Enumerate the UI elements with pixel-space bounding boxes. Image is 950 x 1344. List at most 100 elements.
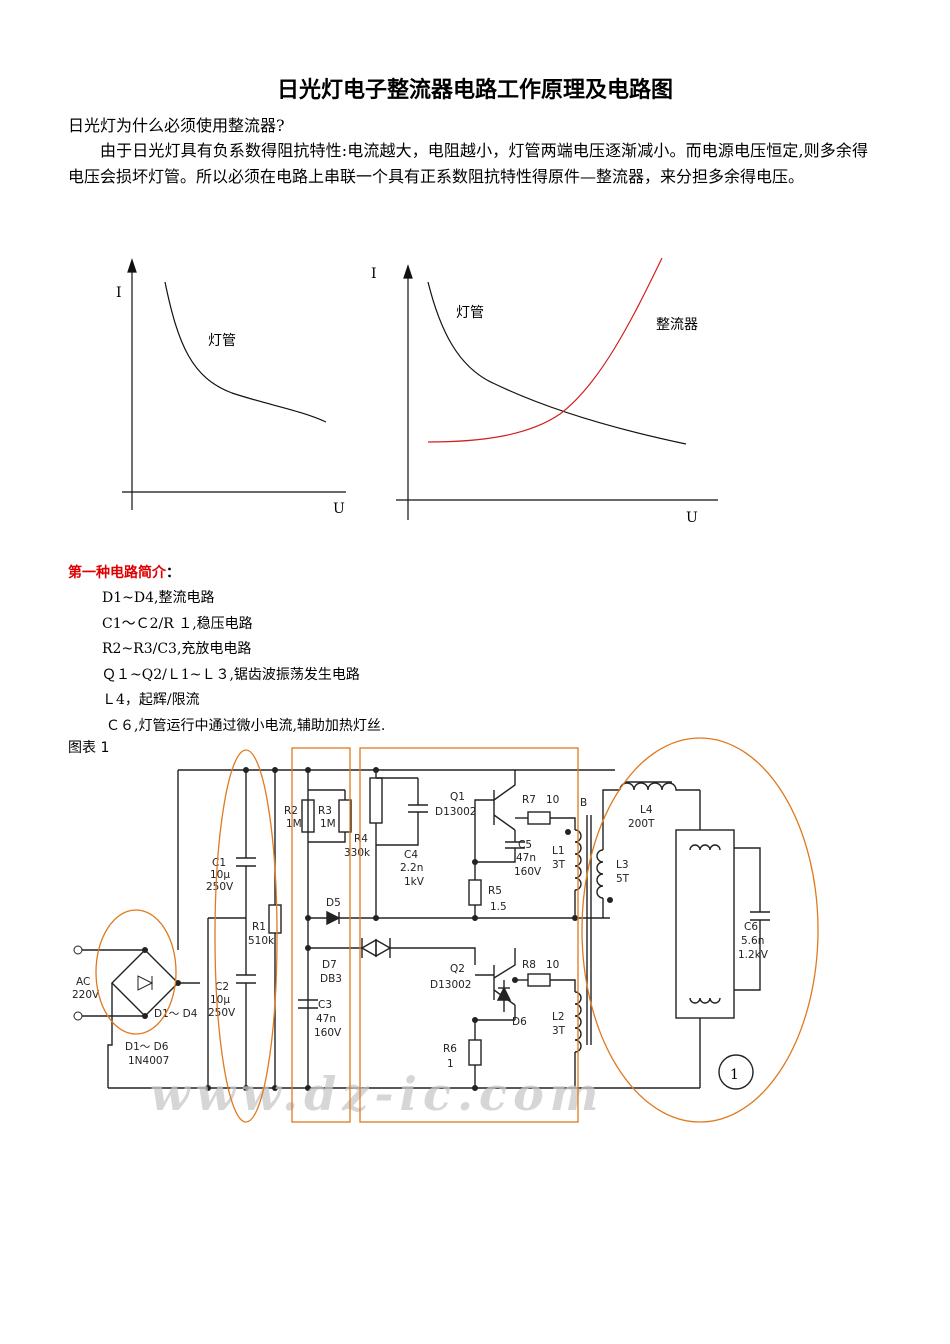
label-l2-v: 3T	[552, 1025, 566, 1037]
label-c1-r: 250V	[206, 881, 234, 893]
junction-dots	[142, 767, 613, 1091]
label-r8: R8	[522, 959, 536, 971]
label-ac-v: 220V	[72, 989, 100, 1001]
label-q2-m: D13002	[430, 979, 472, 991]
label-c2: C2	[215, 981, 229, 993]
ac-terminal-top	[73, 945, 83, 955]
label-r7: R7	[522, 794, 536, 806]
highlight-rc	[291, 747, 351, 1123]
label-l4-v: 200T	[628, 818, 655, 830]
label-c4-v: 2.2n	[400, 862, 423, 874]
label-r4: R4	[354, 833, 368, 845]
watermark: www.dz-ic.com	[150, 1067, 604, 1121]
label-r4-v: 330k	[344, 847, 371, 859]
label-d-model: 1N4007	[128, 1055, 169, 1067]
right-lamp-curve	[427, 281, 687, 445]
left-lamp-curve	[164, 281, 327, 423]
left-y-label: I	[116, 285, 122, 301]
right-graph	[396, 257, 718, 520]
highlight-shapes	[95, 737, 819, 1123]
label-r2: R2	[284, 805, 298, 817]
label-r7-v: 10	[546, 794, 559, 806]
circle-number-badge	[718, 1054, 754, 1090]
label-q1-m: D13002	[435, 806, 477, 818]
label-c6-v: 5.6n	[741, 935, 764, 947]
label-r1: R1	[252, 921, 266, 933]
label-l1: L1	[552, 845, 565, 857]
list-item: Ｃ６,灯管运行中通过微小电流,辅助加热灯丝.	[106, 717, 386, 734]
label-d5: D5	[326, 897, 341, 909]
label-r6-v: 1	[447, 1058, 454, 1070]
iu-graphs: I U 灯管 I U 灯管 整流器	[116, 257, 718, 526]
label-l4: L4	[640, 804, 653, 816]
bridge-diode-icon	[137, 975, 154, 991]
label-db3: DB3	[320, 973, 342, 985]
label-c5: C5	[518, 839, 532, 851]
label-c3-v: 47n	[316, 1013, 336, 1025]
label-r5-v: 1.5	[490, 901, 507, 913]
right-y-label: I	[371, 266, 377, 282]
list-item: Ｌ4，起辉/限流	[102, 692, 200, 708]
left-curve-label: 灯管	[208, 333, 236, 349]
label-c4: C4	[404, 849, 418, 861]
list-item: C1～Ｃ2/R １,稳压电路	[102, 615, 253, 632]
label-c2-v: 10μ	[210, 994, 230, 1006]
label-d6: D6	[512, 1016, 527, 1028]
label-r2-v: 1M	[286, 818, 302, 830]
label-r3-v: 1M	[320, 818, 336, 830]
label-b: B	[580, 797, 587, 809]
body-paragraph: 由于日光灯具有负系数得阻抗特性:电流越大，电阻越小，灯管两端电压逐渐减小。而电源…	[68, 141, 868, 186]
right-ballast-label: 整流器	[656, 317, 698, 333]
circle-number-text: 1	[730, 1067, 739, 1083]
label-l1-v: 3T	[552, 859, 566, 871]
label-q1: Q1	[450, 791, 465, 803]
label-l3-v: 5T	[616, 873, 630, 885]
label-c1-v: 10μ	[210, 869, 230, 881]
label-d1d6: D1～ D6	[125, 1041, 169, 1053]
list-item: D1~D4,整流电路	[102, 590, 215, 606]
label-c6-r: 1.2kV	[738, 949, 769, 961]
label-c1: C1	[212, 857, 226, 869]
figure-label: 图表 1	[68, 740, 110, 756]
right-ballast-curve	[427, 257, 663, 443]
label-l2: L2	[552, 1011, 565, 1023]
highlight-oscillator	[359, 747, 579, 1123]
list-item: Ｑ１~Q2/Ｌ1~Ｌ３,锯齿波振荡发生电路	[102, 666, 360, 683]
label-l3: L3	[616, 859, 629, 871]
label-r3: R3	[318, 805, 332, 817]
highlight-rectifier	[95, 909, 177, 1035]
label-c4-r: 1kV	[404, 876, 425, 888]
label-r5: R5	[488, 885, 502, 897]
circuit-wires	[80, 769, 770, 1089]
question-paragraph: 日光灯为什么必须使用整流器?	[68, 116, 285, 135]
label-q2: Q2	[450, 963, 465, 975]
section-item-list: D1~D4,整流电路 C1～Ｃ2/R １,稳压电路 R2~R3/C3,充放电电路…	[102, 586, 385, 739]
label-r1-v: 510k	[248, 935, 275, 947]
label-c3: C3	[318, 999, 332, 1011]
component-labels: AC 220V D1～ D4 D1～ D6 1N4007 C1 10μ 250V…	[72, 791, 769, 1070]
ac-terminal-bottom	[73, 1011, 83, 1021]
label-d7: D7	[322, 959, 337, 971]
left-x-label: U	[333, 501, 345, 517]
label-d1d4: D1～ D4	[154, 1008, 198, 1020]
highlight-filter	[214, 749, 278, 1123]
right-y-arrow-icon	[403, 264, 413, 279]
right-x-label: U	[686, 510, 698, 526]
label-c6: C6	[744, 921, 758, 933]
left-y-arrow-icon	[127, 258, 137, 273]
bridge-rectifier	[111, 949, 179, 1017]
left-graph	[122, 258, 346, 510]
section-heading: 第一种电路简介：	[68, 565, 180, 581]
highlight-lamp	[581, 737, 819, 1123]
label-c5-v: 47n	[516, 852, 536, 864]
list-item: R2~R3/C3,充放电电路	[102, 641, 252, 657]
label-c3-r: 160V	[314, 1027, 342, 1039]
label-c2-r: 250V	[208, 1007, 236, 1019]
label-c5-r: 160V	[514, 866, 542, 878]
page-title: 日光灯电子整流器电路工作原理及电路图	[276, 78, 673, 103]
label-ac: AC	[76, 976, 90, 988]
label-r6: R6	[443, 1043, 457, 1055]
right-lamp-label: 灯管	[456, 305, 484, 321]
